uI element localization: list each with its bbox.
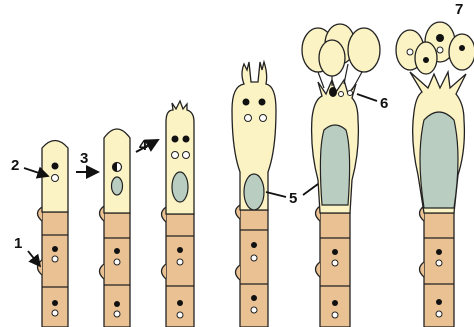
clamp-connection: [420, 262, 425, 277]
label-4: 4: [139, 137, 148, 154]
stage-5-migrating-nucleus: [329, 87, 337, 97]
clamp-connection: [100, 264, 105, 279]
stage-1-light-nucleus: [52, 175, 59, 182]
clamp-connection: [38, 207, 43, 221]
stage-5-basidium-with-spores: [302, 24, 380, 327]
stage-2-fusing-nucleus: [113, 163, 122, 172]
stage-2-hypha: [100, 206, 131, 327]
label-5: 5: [289, 190, 297, 207]
stage-6-mature-basidium: [396, 22, 474, 327]
label-6: 6: [380, 95, 388, 112]
stage-4-basidium-sterigmata: [232, 62, 276, 327]
label-7: 7: [455, 1, 463, 18]
stage-6-spores: [396, 22, 474, 74]
stage-6-hypha: [420, 206, 455, 327]
stage-4-vacuole: [244, 174, 264, 210]
clamp-connection: [162, 264, 167, 279]
stage-4-hypha: [236, 205, 269, 327]
label-3: 3: [80, 150, 88, 167]
stage-2-vacuole: [112, 177, 123, 195]
clamp-connection: [316, 262, 321, 277]
clamp-connection: [236, 205, 241, 219]
clamp-connection: [162, 207, 167, 222]
stage-1-young-basidium: [38, 141, 69, 327]
clamp-connection: [100, 206, 105, 221]
label-2: 2: [11, 157, 19, 174]
stage-5-hypha: [316, 206, 351, 327]
clamp-connection: [236, 265, 241, 280]
stage-3-vacuole: [172, 172, 188, 202]
stage-2-basidium-nuclear-fusion: [100, 129, 131, 327]
stage-1-dark-nucleus: [52, 163, 59, 170]
stage-5-spores: [302, 24, 380, 76]
clamp-connection: [38, 260, 43, 275]
stage-1-hypha: [38, 207, 69, 327]
stage-6-vacuole: [420, 112, 458, 208]
stage-3-hypha: [162, 207, 195, 327]
label-1: 1: [14, 235, 22, 252]
stage-5-vacuole: [320, 125, 349, 205]
stage-3-basidium-meiosis: [162, 101, 195, 327]
